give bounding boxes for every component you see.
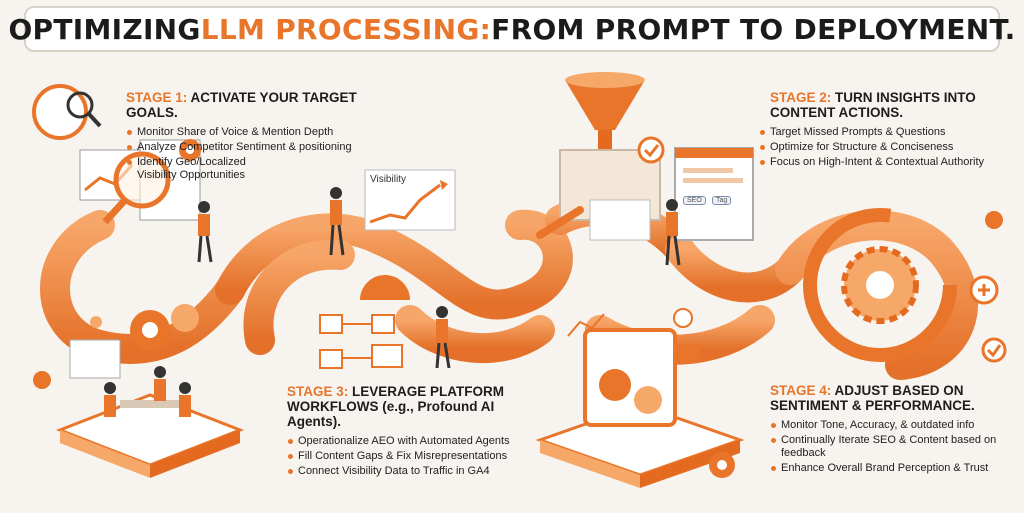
stage2-document-panel bbox=[674, 147, 754, 241]
stage-1-bullet: Identify Geo/Localized Visibility Opport… bbox=[126, 156, 266, 182]
stage-1-bullets: Monitor Share of Voice & Mention Depth A… bbox=[126, 126, 376, 182]
title-part-2: LLM PROCESSING: bbox=[200, 12, 492, 46]
stage-1-title: ACTIVATE YOUR TARGET GOALS. bbox=[126, 90, 357, 120]
stage-3-number: STAGE 3: bbox=[287, 384, 349, 399]
seo-tag-label: SEO bbox=[683, 196, 706, 205]
stage-3-card: STAGE 3: LEVERAGE PLATFORM WORKFLOWS (e.… bbox=[287, 384, 547, 480]
stage-2-bullet: Optimize for Structure & Conciseness bbox=[759, 141, 1020, 154]
stage-2-bullet: Target Missed Prompts & Questions bbox=[759, 126, 1020, 139]
team-platform bbox=[33, 304, 245, 478]
stage-4-card: STAGE 4: ADJUST BASED ON SENTIMENT & PER… bbox=[770, 383, 1020, 477]
stage-1-bullet: Monitor Share of Voice & Mention Depth bbox=[126, 126, 376, 139]
stage-2-card: STAGE 2: TURN INSIGHTS INTO CONTENT ACTI… bbox=[760, 90, 1020, 171]
stage-4-bullet: Continually Iterate SEO & Content based … bbox=[770, 434, 1020, 460]
stage-4-bullet: Enhance Overall Brand Perception & Trust bbox=[770, 462, 1020, 475]
stage-4-title: ADJUST BASED ON SENTIMENT & PERFORMANCE. bbox=[770, 383, 975, 413]
stage-2-bullet: Focus on High-Intent & Contextual Author… bbox=[759, 156, 1020, 169]
person-stage1 bbox=[197, 201, 213, 263]
stage-1-number: STAGE 1: bbox=[126, 90, 188, 105]
title-part-3: FROM PROMPT TO DEPLOYMENT. bbox=[491, 12, 1016, 46]
tag-label: Tag bbox=[712, 196, 732, 205]
person-stage3 bbox=[435, 306, 451, 369]
stage-4-bullet: Monitor Tone, Accuracy, & outdated info bbox=[770, 419, 1020, 432]
stage-4-bullets: Monitor Tone, Accuracy, & outdated info … bbox=[770, 419, 1020, 475]
stage-3-heading: STAGE 3: LEVERAGE PLATFORM WORKFLOWS (e.… bbox=[287, 384, 547, 429]
stage-3-bullet: Operationalize AEO with Automated Agents bbox=[287, 435, 547, 448]
feedback-platform bbox=[535, 308, 745, 488]
stage-3-bullet: Fill Content Gaps & Fix Misrepresentatio… bbox=[287, 450, 547, 463]
stage-3-bullet: Connect Visibility Data to Traffic in GA… bbox=[287, 465, 547, 478]
stage-3-bullets: Operationalize AEO with Automated Agents… bbox=[287, 435, 547, 478]
page-title: OPTIMIZING LLM PROCESSING: FROM PROMPT T… bbox=[8, 6, 1015, 52]
visibility-chart bbox=[364, 169, 456, 231]
stage-3-title: LEVERAGE PLATFORM WORKFLOWS (e.g., Profo… bbox=[287, 384, 505, 429]
stage1-illustration bbox=[32, 84, 201, 225]
stage-2-bullets: Target Missed Prompts & Questions Optimi… bbox=[759, 126, 1020, 169]
stage-1-bullet: Analyze Competitor Sentiment & positioni… bbox=[126, 141, 376, 154]
stage-4-number: STAGE 4: bbox=[770, 383, 832, 398]
stage-1-heading: STAGE 1: ACTIVATE YOUR TARGET GOALS. bbox=[126, 90, 376, 120]
title-part-1: OPTIMIZING bbox=[8, 12, 201, 46]
stage-2-heading: STAGE 2: TURN INSIGHTS INTO CONTENT ACTI… bbox=[770, 90, 1020, 120]
stage-1-card: STAGE 1: ACTIVATE YOUR TARGET GOALS. Mon… bbox=[126, 90, 376, 184]
person-stage2 bbox=[665, 199, 681, 266]
stage-2-number: STAGE 2: bbox=[770, 90, 832, 105]
stage3-workflow bbox=[319, 275, 410, 369]
stage-2-title: TURN INSIGHTS INTO CONTENT ACTIONS. bbox=[770, 90, 976, 120]
stage2-funnel-machine bbox=[536, 72, 665, 241]
visibility-chart-label: Visibility bbox=[370, 174, 406, 185]
person-visibility bbox=[329, 187, 345, 256]
stage-4-heading: STAGE 4: ADJUST BASED ON SENTIMENT & PER… bbox=[770, 383, 1020, 413]
stage4-gear-cycle bbox=[803, 208, 1007, 363]
